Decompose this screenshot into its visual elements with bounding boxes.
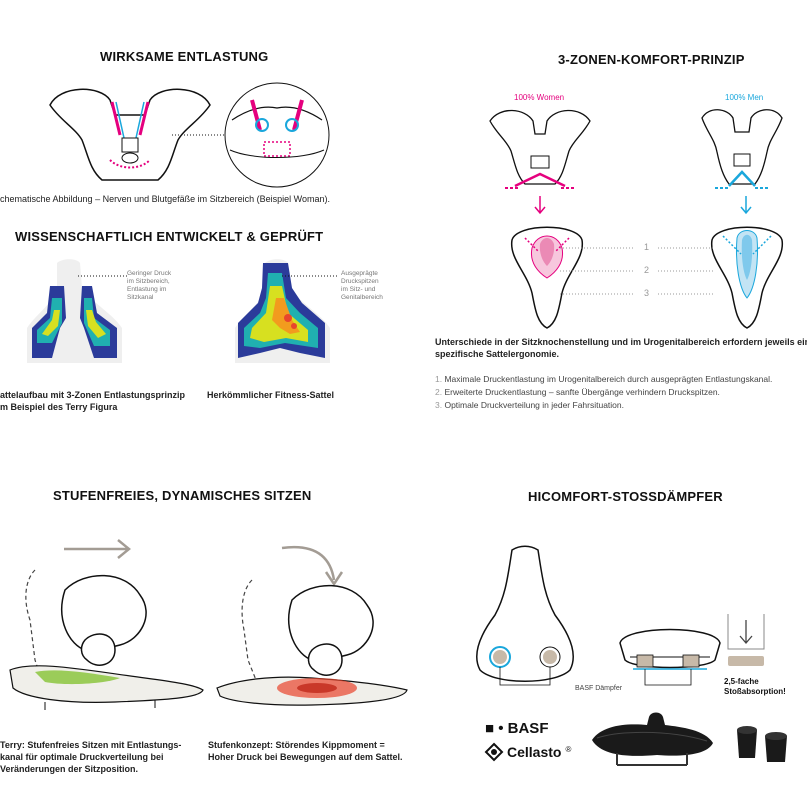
arrow-right-straight xyxy=(64,539,131,559)
cellasto-icon xyxy=(484,742,504,762)
zone-lines xyxy=(560,247,715,295)
note-terry: Geringer Druck im Sitzbereich, Entlastun… xyxy=(127,270,172,301)
registered-mark: ® xyxy=(565,745,572,754)
saddle-cross-section xyxy=(619,628,721,686)
label-men: 100% Men xyxy=(725,93,764,102)
saddle-men-top xyxy=(711,226,783,329)
arrow-men xyxy=(740,196,752,215)
pressure-map-fitness xyxy=(235,259,338,363)
note-fitness: Ausgeprägte Druckspitzen im Sitz- und Ge… xyxy=(341,270,383,301)
cellasto-text: Cellasto xyxy=(507,744,562,760)
cellasto-logo: Cellasto ® xyxy=(484,742,572,762)
zone-list: 1. Maximale Druckentlastung im Urogenita… xyxy=(435,373,772,412)
zone-1: 1 xyxy=(644,242,650,252)
list-item: 3. Optimale Druckverteilung in jeder Fah… xyxy=(435,400,624,410)
arrow-curved-down xyxy=(281,545,344,587)
arrow-women xyxy=(534,196,546,215)
saddle-women-top xyxy=(511,226,583,329)
label-basf-daempfer: BASF Dämpfer xyxy=(575,685,623,692)
caption-stufenkonzept: Stufenkonzept: Störendes Kippmoment = Ho… xyxy=(208,740,403,762)
pressure-map-terry xyxy=(27,259,127,363)
absorption-text: 2,5-fache Stoßabsorption! xyxy=(724,677,786,696)
saddle-bottom-view xyxy=(476,545,574,686)
zone-3: 3 xyxy=(644,288,650,298)
title-stufenfreies: STUFENFREIES, DYNAMISCHES SITZEN xyxy=(53,488,312,503)
saddle-photo xyxy=(592,712,713,766)
absorption-icon xyxy=(727,614,765,666)
caption-fitness-saddle: Herkömmlicher Fitness-Sattel xyxy=(207,390,335,400)
list-item: 2. Erweiterte Druckentlastung – sanfte Ü… xyxy=(435,387,720,397)
seated-pelvis-stufen xyxy=(216,579,408,706)
zone-2: 2 xyxy=(644,265,650,275)
basf-logo: ■ • BASF xyxy=(485,720,549,737)
caption-terry-stufenfrei: Terry: Stufenfreies Sitzen mit Entlastun… xyxy=(0,740,182,774)
caption-terry-figura: attelaufbau mit 3-Zonen Entlastungsprinz… xyxy=(0,390,186,412)
pelvis-men xyxy=(701,109,783,189)
title-hicomfort: HICOMFORT-STOSSDÄMPFER xyxy=(528,489,723,504)
list-item: 1. Maximale Druckentlastung im Urogenita… xyxy=(435,374,773,384)
pelvis-illustration xyxy=(49,88,211,181)
title-wirksame-entlastung: WIRKSAME ENTLASTUNG xyxy=(100,49,269,64)
title-3-zonen: 3-ZONEN-KOMFORT-PRINZIP xyxy=(558,52,745,67)
title-wissenschaftlich: WISSENSCHAFTLICH ENTWICKELT & GEPRÜFT xyxy=(15,229,324,244)
seated-pelvis-terry xyxy=(9,569,204,710)
caption-schematic: chematische Abbildung – Nerven und Blutg… xyxy=(0,194,331,204)
label-women: 100% Women xyxy=(514,93,565,102)
summary-sattelergonomie: Unterschiede in der Sitzknochenstellung … xyxy=(435,337,807,359)
pelvis-women xyxy=(489,109,591,189)
pelvis-detail-circle xyxy=(172,82,330,188)
damper-parts-photo xyxy=(737,726,787,762)
